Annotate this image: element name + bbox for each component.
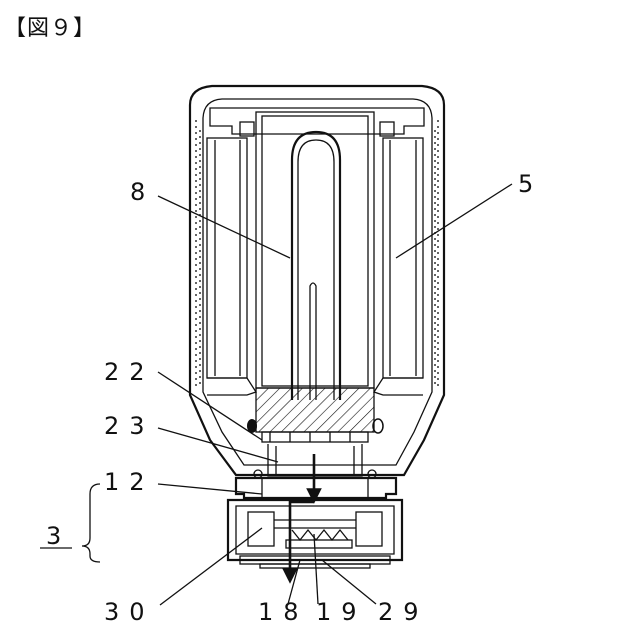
label-12: 12 xyxy=(104,468,155,496)
hatched-base xyxy=(256,388,374,442)
label-5: 5 xyxy=(518,170,543,198)
label-30: 30 xyxy=(104,598,155,626)
flow-arrows xyxy=(290,454,314,576)
central-core xyxy=(256,112,374,400)
label-18: 18 xyxy=(258,598,309,626)
label-8: 8 xyxy=(130,178,155,206)
label-29: 29 xyxy=(378,598,429,626)
label-19: 19 xyxy=(316,598,367,626)
filter-left xyxy=(207,138,256,395)
filter-right xyxy=(374,138,423,395)
label-22: 22 xyxy=(104,358,155,386)
label-23: 23 xyxy=(104,412,155,440)
label-3: 3 xyxy=(46,522,71,550)
